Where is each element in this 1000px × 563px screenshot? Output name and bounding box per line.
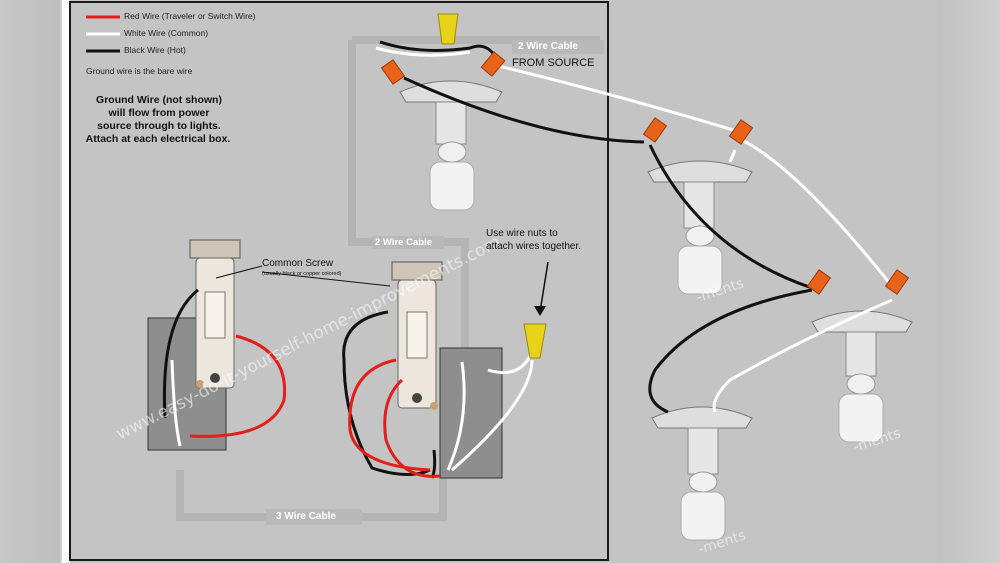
ground-note-line4: Attach at each electrical box. <box>85 133 231 145</box>
diagram-panel-border <box>69 1 609 561</box>
wire-nuts-note-line1: Use wire nuts to <box>486 228 558 239</box>
wire-nuts-note-line2: attach wires together. <box>486 241 582 252</box>
ground-note-line1: Ground Wire (not shown) <box>96 94 222 106</box>
switch-box-right <box>439 347 503 479</box>
legend-black-label: Black Wire (Hot) <box>124 45 186 55</box>
wire-nut-yellow-top-icon <box>437 13 459 45</box>
light-fixture-2 <box>647 160 753 295</box>
common-screw-leader <box>215 265 263 279</box>
legend-red-label: Red Wire (Traveler or Switch Wire) <box>124 11 256 21</box>
ground-note-line3: source through to lights. <box>97 120 221 132</box>
red-wires <box>189 334 441 478</box>
two-wire-cable-mid-label-bg <box>372 236 444 249</box>
light-fixture-3 <box>811 310 913 443</box>
two-wire-cable-label-bg <box>512 40 604 54</box>
wire-nut-arrow <box>539 261 549 313</box>
light-fixture-1 <box>399 80 503 211</box>
two-wire-cable-top-label: 2 Wire Cable <box>518 41 578 52</box>
three-way-switch-right <box>391 261 443 410</box>
ground-note-line2: will flow from power <box>108 107 210 119</box>
legend-white-label: White Wire (Common) <box>124 28 209 38</box>
common-screw-leader-2 <box>261 271 391 287</box>
wire-nut-yellow-mid-icon <box>523 323 547 359</box>
two-wire-cable-mid-label: 2 Wire Cable <box>375 237 432 248</box>
three-wire-cable-label-bg <box>266 509 362 525</box>
left-blur-margin <box>0 0 60 563</box>
common-screw-label: Common Screw <box>262 258 334 269</box>
white-wires <box>170 46 897 472</box>
frame-left-border <box>62 0 70 563</box>
wire-nut-arrowhead-icon <box>534 306 546 316</box>
three-wire-cable-label: 3 Wire Cable <box>276 511 336 522</box>
common-screw-sublabel: (usually black or copper colored) <box>262 271 342 277</box>
three-way-switch-left <box>189 239 241 389</box>
right-blur-margin <box>938 0 1000 563</box>
from-source-label: FROM SOURCE <box>512 57 595 69</box>
wire-nut-orange-icons <box>380 51 910 295</box>
legend-ground-note: Ground wire is the bare wire <box>86 66 193 76</box>
light-fixture-4 <box>651 406 753 541</box>
